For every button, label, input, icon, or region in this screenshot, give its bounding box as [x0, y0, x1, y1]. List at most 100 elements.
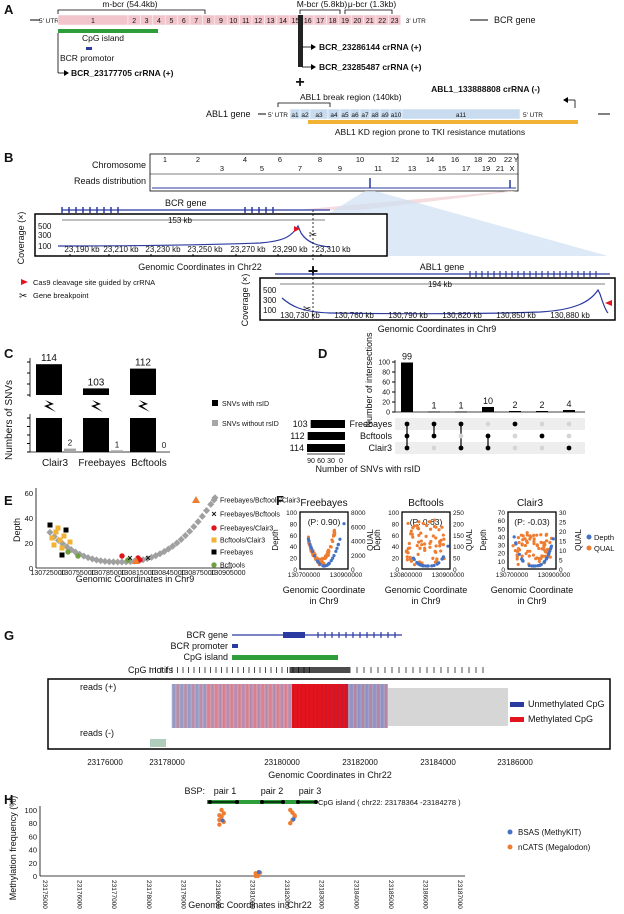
reads-unmethylated-block-2	[348, 684, 388, 728]
h-xtick-label: 23178000	[145, 880, 152, 909]
chromosome-number-top: 20	[488, 155, 496, 164]
e-point-all-three	[101, 557, 109, 565]
d-intersection-bar	[401, 362, 413, 412]
d-ytick-label: 40	[382, 390, 390, 397]
abl1-exon-label: a9	[381, 112, 389, 119]
f-legend-qual: QUAL	[594, 544, 614, 553]
e-ytick-label: 0	[29, 564, 33, 573]
f-qual-point	[532, 542, 536, 546]
d-matrix-dot	[539, 445, 545, 451]
f-depth-point	[424, 564, 428, 568]
chromosome-number-bottom: 3	[220, 164, 224, 173]
c-value-with: 114	[41, 353, 57, 364]
f-qual-tick: 10	[559, 548, 567, 555]
h-xtick-label: 23176000	[76, 880, 83, 909]
f-qual-point	[325, 553, 329, 557]
h-xlabel: Genomic Coordinates in Chr22	[188, 900, 312, 910]
f-qual-point	[523, 543, 528, 548]
f-depth-point	[512, 535, 516, 539]
f-qual-point	[542, 543, 546, 547]
e-point-all-three	[105, 558, 113, 566]
h-xtick-label: 23186000	[421, 880, 428, 909]
major-bcr-label: M-bcr (5.8kb)	[297, 0, 348, 9]
bcr-xtick-label: 23,230 kb	[145, 245, 181, 254]
f-subplot-title: Freebayes	[300, 498, 347, 509]
f-qual-point	[513, 549, 517, 553]
f-qual-point	[428, 545, 432, 549]
f-xlabel-line1: Genomic Coordinate	[283, 585, 366, 595]
h-legend-bsas: BSAS (MethyKIT)	[518, 828, 581, 837]
g-xtick-label: 23176000	[87, 758, 123, 767]
d-matrix-dot	[539, 433, 545, 439]
bcr-exon-label: 23	[391, 18, 399, 25]
e-point-circle	[65, 549, 71, 555]
e-point-square	[61, 533, 67, 539]
f-depth-point	[531, 564, 535, 568]
f-qual-point	[441, 543, 445, 547]
f-depth-point	[517, 552, 521, 556]
f-depth-tick: 0	[293, 567, 297, 574]
d-matrix-dot	[431, 445, 437, 451]
f-qual-tick: 2000	[351, 553, 366, 560]
f-qual-point	[320, 559, 324, 563]
f-qual-point	[332, 532, 336, 537]
f-depth-point	[551, 537, 555, 541]
bcr-exon-label: 1	[91, 18, 95, 25]
c-bar-with-rsid	[36, 364, 62, 395]
d-ylabel: Number of intersections	[364, 332, 374, 428]
e-point-square	[47, 522, 53, 528]
f-correlation-label: (P: -0.03)	[514, 517, 550, 527]
bcr-coverage-box	[34, 213, 388, 257]
f-depth-label: Depth	[271, 529, 280, 550]
f-xlabel-line1: Genomic Coordinate	[385, 585, 468, 595]
f-qual-point	[434, 536, 438, 540]
d-set-size-bar	[307, 444, 345, 452]
f-depth-tick: 60	[392, 533, 400, 540]
e-legend-label: Freebayes/Clair3	[220, 526, 273, 533]
f-depth-point	[336, 543, 340, 547]
g-xtick-label: 23186000	[497, 758, 533, 767]
e-point-square	[59, 545, 65, 551]
f-qual-point	[526, 549, 530, 553]
g-bcr-gene-label: BCR gene	[186, 630, 228, 640]
d-matrix-dot	[485, 433, 491, 439]
h-ncats-point	[221, 811, 226, 816]
f-xlabel-line2: in Chr9	[517, 596, 546, 606]
e-point-all-three	[114, 558, 122, 566]
abl1-break-bracket	[277, 102, 331, 107]
d-intersection-bar	[563, 410, 575, 412]
f-qual-tick: 100	[453, 544, 464, 551]
c-break-icon	[138, 400, 150, 412]
d-set-size-label: 112	[290, 431, 304, 441]
f-depth-tick: 80	[290, 521, 298, 528]
crna3-arrowhead	[311, 64, 316, 70]
crna4-arrowhead	[563, 97, 568, 103]
reads-methylated-block	[292, 684, 348, 728]
bcr-span-label: 153 kb	[168, 216, 193, 225]
f-depth-point	[310, 549, 315, 554]
e-point-square	[49, 535, 55, 541]
f-qual-point	[511, 544, 515, 548]
g-xtick-label: 23184000	[420, 758, 456, 767]
f-depth-point	[420, 563, 425, 568]
d-intersection-bar	[482, 407, 494, 412]
h-bsp-pair-end	[314, 800, 318, 804]
bcr-exon-label: 2	[132, 18, 136, 25]
e-xtick-label: 130905000	[210, 570, 245, 577]
c-category-label: Clair3	[42, 458, 69, 469]
panel-c-letter: C	[4, 346, 14, 361]
f-depth-point	[536, 564, 540, 568]
f-depth-point	[338, 537, 342, 541]
c-value-with: 103	[88, 377, 105, 388]
e-point-square	[63, 527, 69, 533]
crna4-label: ABL1_133888808 crRNA (-)	[431, 84, 540, 94]
f-qual-point	[433, 549, 437, 553]
d-intersection-value: 4	[566, 399, 571, 409]
e-point-circle	[125, 557, 131, 563]
f-depth-tick: 70	[498, 510, 506, 517]
cpg-motif-ticks	[149, 667, 484, 673]
e-ytick-label: 40	[25, 514, 33, 523]
